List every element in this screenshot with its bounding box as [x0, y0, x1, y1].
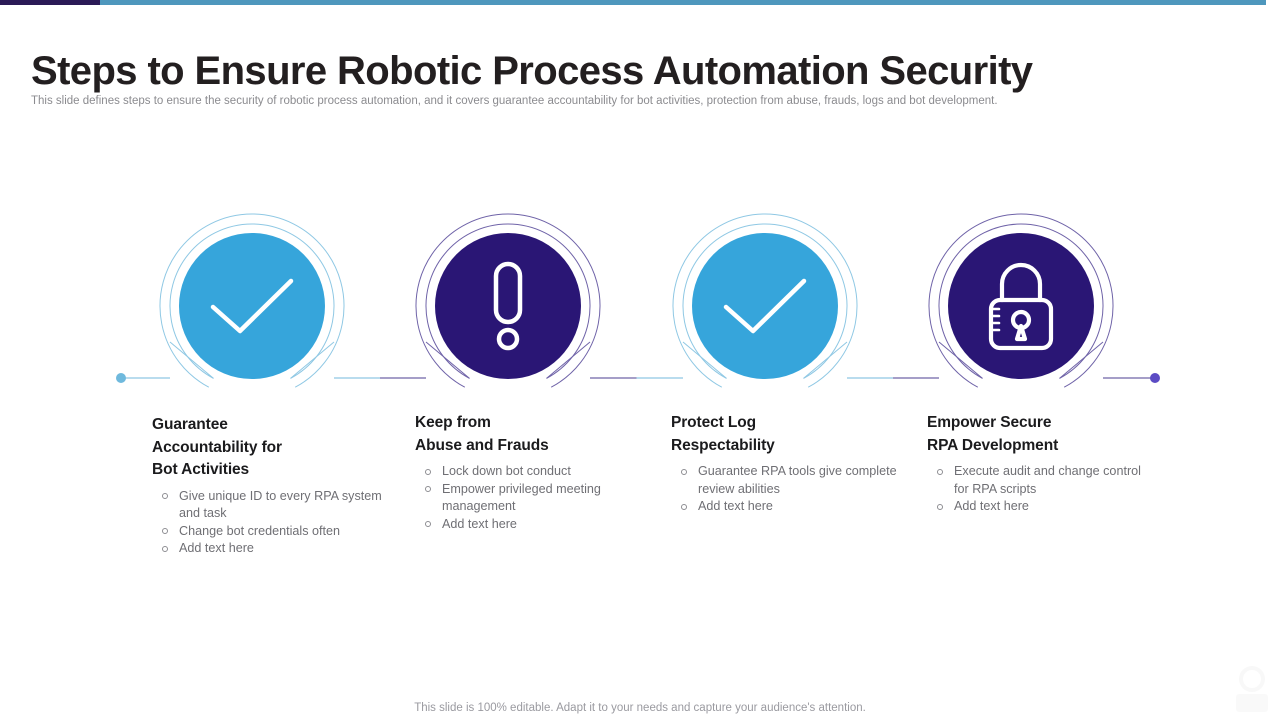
bullet-text: Add text here [179, 541, 254, 556]
top-accent-bar-light-segment [100, 0, 1266, 5]
step-icon-circle-lock [948, 233, 1094, 379]
bullet-item: Lock down bot conduct [415, 463, 645, 481]
step-heading: Empower Secure RPA Development [927, 414, 1059, 454]
bullet-text: Lock down bot conduct [442, 464, 571, 478]
step-icon-circle-check [692, 233, 838, 379]
check-icon [723, 278, 807, 334]
bullet-item: Give unique ID to every RPA system and t… [152, 488, 382, 523]
top-accent-bar [0, 0, 1266, 5]
check-icon [210, 278, 294, 334]
bullet-text: Change bot credentials often [179, 523, 341, 538]
bullet-marker-icon [681, 468, 687, 475]
step-bullet-list: Give unique ID to every RPA system and t… [152, 488, 382, 558]
bullet-item: Change bot credentials often [152, 523, 382, 541]
bullet-marker-icon [425, 486, 431, 493]
step-badge[interactable] [408, 206, 608, 406]
bullet-text: Execute audit and change control for RPA… [954, 464, 1141, 496]
step-heading: Guarantee Accountability for Bot Activit… [152, 416, 282, 478]
bullet-text: Add text here [954, 499, 1029, 514]
bullet-item: Guarantee RPA tools give complete review… [671, 463, 901, 498]
step-icon-circle-exclamation [435, 233, 581, 379]
step-ring-arcs [672, 213, 858, 388]
bullet-item: Empower privileged meeting management [415, 481, 645, 516]
page-title: Steps to Ensure Robotic Process Automati… [31, 48, 1033, 93]
lock-icon [988, 262, 1054, 351]
step-bullet-list: Guarantee RPA tools give complete review… [671, 463, 901, 516]
top-accent-bar-dark-segment [0, 0, 100, 5]
step-ring-arcs [415, 213, 601, 388]
bullet-text: Add text here [442, 516, 517, 531]
bullet-marker-icon [681, 503, 687, 510]
bullet-marker-icon [937, 468, 943, 475]
corner-watermark-icon [1236, 666, 1268, 712]
bullet-marker-icon [162, 493, 168, 499]
bullet-item: Add text here [927, 498, 1157, 516]
step-ring-arcs [928, 213, 1114, 388]
step-badge[interactable] [921, 206, 1121, 406]
step-column: Protect Log Respectability Guarantee RPA… [671, 412, 901, 516]
bullet-marker-icon [425, 521, 431, 528]
bullet-marker-icon [162, 545, 168, 552]
step-column: Keep from Abuse and Frauds Lock down bot… [415, 412, 645, 533]
bullet-item: Add text here [415, 516, 645, 534]
step-column: Empower Secure RPA Development Execute a… [927, 412, 1157, 516]
bullet-marker-icon [937, 503, 943, 510]
step-badge[interactable] [665, 206, 865, 406]
step-icon-circle-check [179, 233, 325, 379]
step-column: Guarantee Accountability for Bot Activit… [152, 414, 382, 558]
step-heading: Protect Log Respectability [671, 414, 775, 454]
step-badge[interactable] [152, 206, 352, 406]
bullet-marker-icon [425, 468, 431, 475]
page-subtitle: This slide defines steps to ensure the s… [31, 94, 998, 107]
step-badges-row [0, 206, 1280, 406]
bullet-text: Give unique ID to every RPA system and t… [179, 488, 382, 521]
footer-note: This slide is 100% editable. Adapt it to… [414, 702, 866, 714]
bullet-text: Guarantee RPA tools give complete review… [698, 464, 897, 496]
step-ring-arcs [159, 213, 345, 388]
step-heading: Keep from Abuse and Frauds [415, 414, 549, 454]
exclamation-icon [493, 261, 523, 351]
bullet-text: Add text here [698, 499, 773, 514]
bullet-item: Add text here [671, 498, 901, 516]
step-bullet-list: Execute audit and change control for RPA… [927, 463, 1157, 516]
bullet-item: Add text here [152, 540, 382, 558]
bullet-item: Execute audit and change control for RPA… [927, 463, 1157, 498]
bullet-marker-icon [162, 528, 168, 535]
bullet-text: Empower privileged meeting management [442, 481, 601, 514]
